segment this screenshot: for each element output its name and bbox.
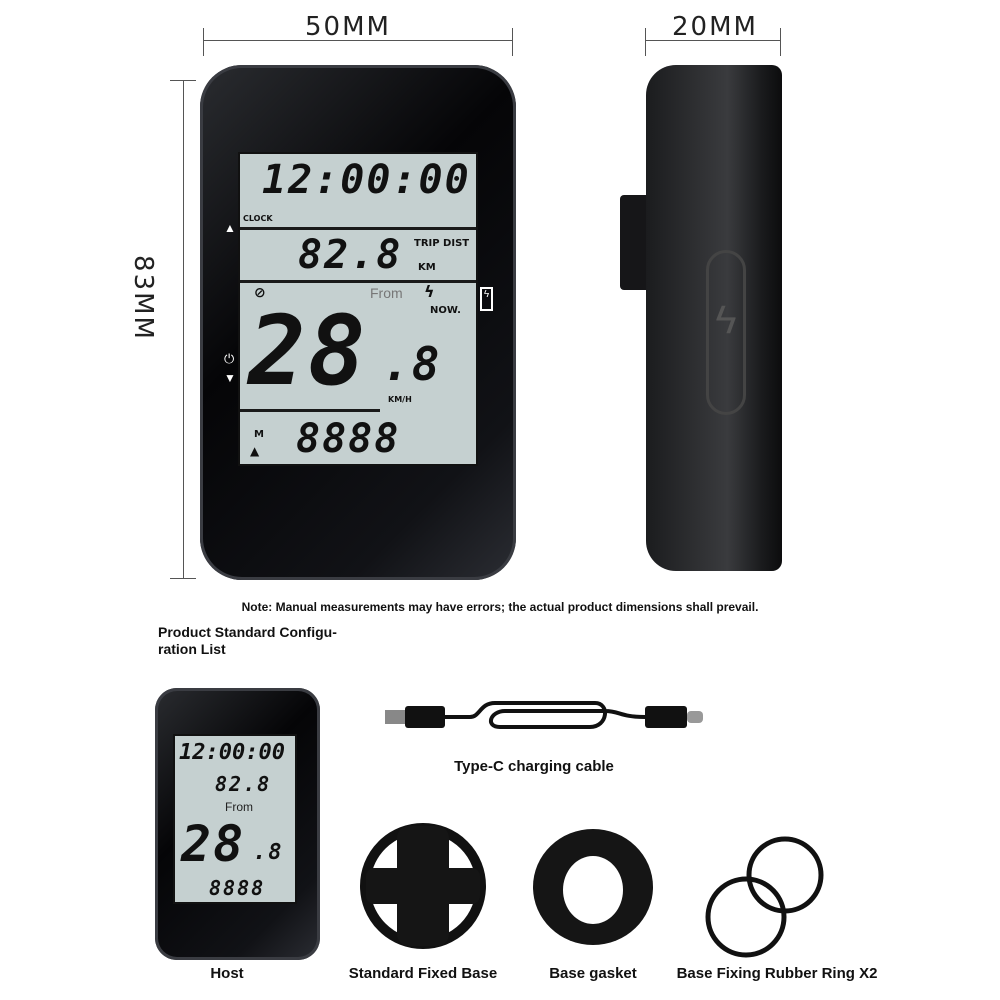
dimension-tick (780, 28, 781, 56)
dimension-tick (512, 28, 513, 56)
host-from: From (225, 800, 253, 814)
rubber-rings-image (705, 836, 824, 958)
lightning-icon: ϟ (424, 282, 435, 301)
height-dimension-line (183, 80, 184, 578)
host-altitude: 8888 (209, 876, 266, 900)
speed-unit: KM/H (388, 395, 412, 404)
cable-wire (445, 701, 646, 729)
config-title-line1: Product Standard Configu- (158, 624, 337, 640)
from-label: From (370, 285, 403, 301)
lcd-screen: 12:00:00 CLOCK 82.8 TRIP DIST KM ⊘ From … (238, 152, 478, 466)
dimension-tick (645, 28, 646, 56)
trip-label: TRIP DIST (414, 238, 470, 249)
down-button-icon[interactable]: ▼ (224, 371, 236, 385)
trip-row: 82.8 TRIP DIST KM (240, 230, 476, 283)
fixed-base-image (360, 823, 486, 949)
plug-body (405, 706, 445, 728)
gps-icon: ⊘ (254, 285, 266, 301)
device-front: 12:00:00 CLOCK 82.8 TRIP DIST KM ⊘ From … (200, 65, 516, 580)
power-icon[interactable]: ⏻ (224, 351, 235, 366)
depth-dimension-line (645, 40, 781, 41)
type-c-plug (687, 711, 703, 723)
base-label: Standard Fixed Base (348, 965, 498, 982)
mountain-icon: ▲ (250, 444, 260, 458)
depth-dimension-label: 20MM (672, 12, 758, 42)
plug-body (645, 706, 687, 728)
dimension-tick (170, 80, 196, 81)
clock-row: 12:00:00 CLOCK (240, 154, 476, 230)
gasket-label: Base gasket (549, 965, 637, 982)
speed-decimal: .8 (382, 337, 442, 391)
speed-value: 28 (248, 295, 368, 407)
device-side: ϟ (646, 65, 782, 571)
altitude-row: M ▲ 8888 (240, 413, 476, 466)
battery-icon: ϟ (480, 287, 493, 311)
trip-unit: KM (418, 262, 436, 273)
cable-label: Type-C charging cable (454, 758, 614, 775)
host-speed-decimal: .8 (253, 840, 284, 865)
speed-row: ⊘ From ϟ NOW. 28 .8 KM/H (240, 282, 476, 411)
now-label: NOW. (430, 305, 461, 316)
base-gasket-image (533, 829, 653, 945)
host-clock: 12:00:00 (179, 740, 285, 765)
altitude-unit: M (254, 429, 264, 440)
clock-label: CLOCK (243, 214, 273, 223)
measurement-note: Note: Manual measurements may have error… (241, 600, 759, 614)
usb-a-plug (385, 710, 405, 724)
width-dimension-line (203, 40, 513, 41)
host-label: Host (210, 965, 244, 982)
host-screen: 12:00:00 82.8 From 28 .8 8888 (173, 734, 297, 904)
config-title-line2: ration List (158, 641, 226, 657)
trip-value: 82.8 (298, 232, 403, 278)
charge-port-cover-icon: ϟ (706, 250, 746, 415)
host-image: 12:00:00 82.8 From 28 .8 8888 (155, 688, 320, 960)
up-button-icon[interactable]: ▲ (224, 221, 236, 235)
host-trip: 82.8 (215, 772, 272, 796)
altitude-value: 8888 (296, 416, 401, 462)
rings-label: Base Fixing Rubber Ring X2 (676, 965, 878, 982)
divider (240, 409, 380, 412)
dimension-tick (203, 28, 204, 56)
clock-value: 12:00:00 (262, 157, 471, 203)
type-c-cable-image (385, 701, 703, 729)
height-dimension-label: 83MM (127, 255, 158, 341)
dimension-tick (170, 578, 196, 579)
width-dimension-label: 50MM (305, 12, 391, 42)
host-speed: 28 (181, 815, 246, 873)
